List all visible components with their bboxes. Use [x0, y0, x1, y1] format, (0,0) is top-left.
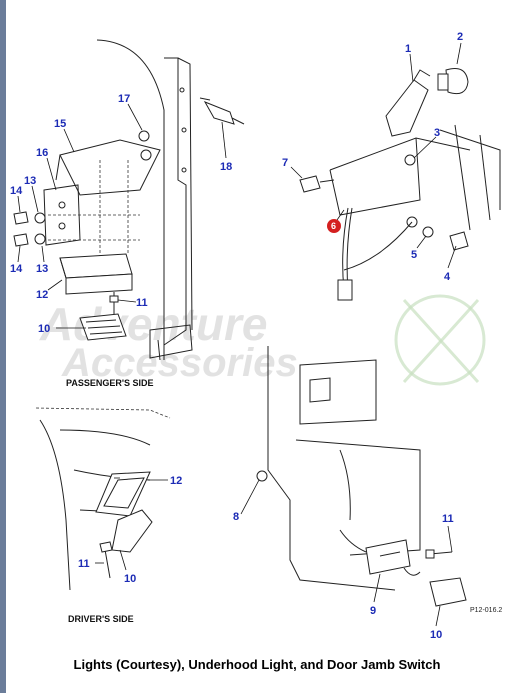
callouts: 1 2 3 4 5 6 7 8 9 10 10 10 11 11 11 12 1…: [10, 31, 463, 641]
callout-14-bottom: 14: [10, 263, 23, 275]
callout-17: 17: [118, 93, 130, 105]
callout-6: 6: [331, 221, 336, 231]
callout-3: 3: [434, 127, 440, 139]
callout-2: 2: [457, 31, 463, 43]
callout-14-top: 14: [10, 185, 23, 197]
passenger-side-assembly: [13, 39, 245, 361]
callout-7: 7: [282, 157, 288, 169]
underhood-light-assembly: [299, 68, 501, 301]
callout-10-passenger: 10: [38, 323, 50, 335]
watermark-line2: Accessories: [61, 341, 298, 385]
callout-10-jamb: 10: [430, 629, 442, 641]
watermark-line1: Adventure: [39, 298, 267, 350]
callout-11-jamb: 11: [442, 513, 454, 525]
callout-16: 16: [36, 147, 48, 159]
callout-13-top: 13: [24, 175, 36, 187]
drivers-side-label: DRIVER'S SIDE: [68, 614, 134, 624]
leader-lines: [17, 42, 462, 627]
highlight-marker: [327, 219, 341, 233]
diagram-caption: Lights (Courtesy), Underhood Light, and …: [73, 657, 441, 672]
callout-18: 18: [220, 161, 232, 173]
callout-4: 4: [444, 271, 451, 283]
callout-13-bottom: 13: [36, 263, 48, 275]
callout-9: 9: [370, 605, 376, 617]
callout-8: 8: [233, 511, 239, 523]
drivers-side-assembly: [35, 407, 171, 591]
figure-ref: P12-016.2: [470, 607, 502, 614]
callout-11-driver: 11: [78, 558, 90, 570]
watermark: Adventure Accessories: [39, 294, 486, 386]
callout-12-driver: 12: [170, 475, 182, 487]
passenger-side-label: PASSENGER'S SIDE: [66, 378, 154, 388]
callout-15: 15: [54, 118, 66, 130]
door-jamb-assembly: [256, 346, 467, 607]
callout-10-driver: 10: [124, 573, 136, 585]
left-border: [0, 0, 6, 693]
callout-12-passenger: 12: [36, 289, 48, 301]
callout-11-passenger: 11: [136, 297, 148, 309]
callout-5: 5: [411, 249, 417, 261]
callout-1: 1: [405, 43, 411, 55]
